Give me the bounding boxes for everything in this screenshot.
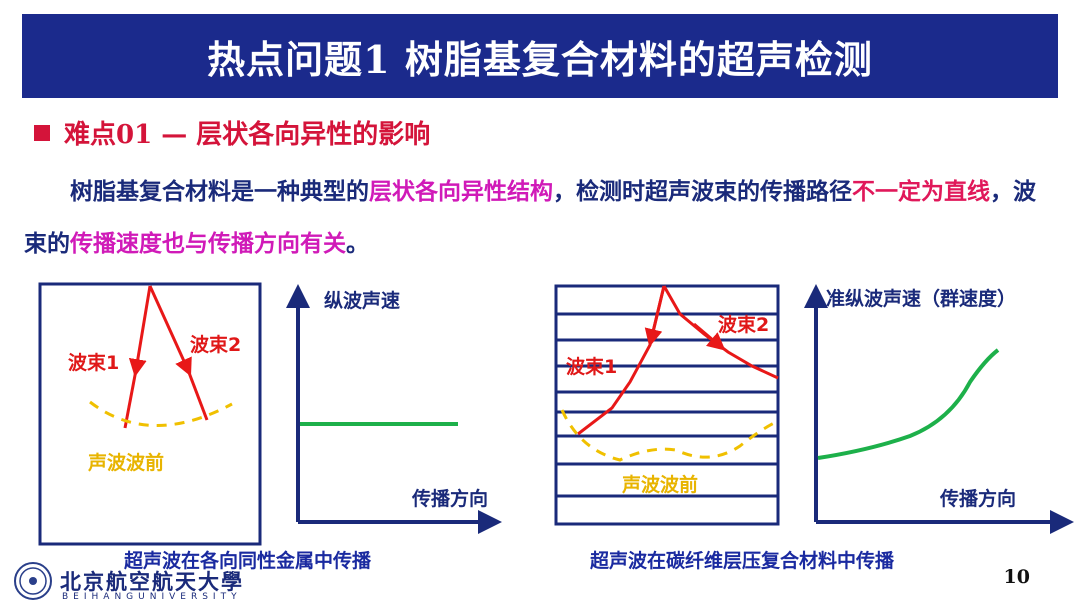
university-seal-icon [14, 562, 52, 600]
beam1-path [128, 285, 152, 378]
wavefront-arc-left [89, 400, 233, 427]
page-number: 10 [1003, 566, 1030, 588]
right-chart-xlabel: 传播方向 [940, 488, 1017, 510]
right-chart-ylabel: 准纵波声速（群速度） [826, 288, 1017, 310]
section-heading: 难点01 — 层状各向异性的影响 [34, 114, 430, 151]
para-text-4: 。 [346, 231, 369, 257]
laminate-beam2-arrow [693, 322, 726, 351]
right-caption: 超声波在碳纤维层压复合材料中传播 [590, 550, 895, 572]
para-text-3: ，波束的 [24, 179, 1036, 257]
left-beam2-label: 波束2 [190, 334, 242, 356]
laminate-box [554, 284, 780, 526]
laminate-layers [556, 312, 778, 498]
left-caption: 超声波在各向同性金属中传播 [124, 550, 372, 572]
right-chart-rising-curve [817, 348, 1000, 460]
left-wavefront-label: 声波波前 [88, 452, 165, 474]
laminate-beam1-arrow [644, 285, 666, 348]
left-chart-ylabel: 纵波声速 [324, 290, 401, 312]
left-chart-xlabel: 传播方向 [412, 488, 489, 510]
section-heading-text: 难点01 — 层状各向异性的影响 [64, 120, 431, 150]
para-highlight-1: 层状各向异性结构 [369, 179, 553, 205]
title-banner: 热点问题1 树脂基复合材料的超声检测 [22, 14, 1058, 98]
beam1-tail [123, 369, 138, 429]
para-highlight-3: 传播速度也与传播方向有关 [70, 231, 346, 257]
right-wavefront-label: 声波波前 [622, 474, 699, 496]
university-name-en: BEIHANGUNIVERSITY [62, 592, 242, 602]
beam2-path [148, 285, 192, 377]
right-beam2-label: 波束2 [718, 314, 770, 336]
body-paragraph: 树脂基复合材料是一种典型的层状各向异性结构，检测时超声波束的传播路径不一定为直线… [24, 166, 1054, 270]
para-text-1: 树脂基复合材料是一种典型的 [70, 179, 369, 205]
isotropic-box [38, 282, 262, 546]
para-text-2: ，检测时超声波束的传播路径 [553, 179, 852, 205]
right-beam1-label: 波束1 [566, 356, 618, 378]
beam2-tail [186, 369, 209, 421]
slide-title: 热点问题1 树脂基复合材料的超声检测 [207, 36, 873, 82]
square-bullet-icon [34, 124, 50, 141]
para-highlight-2: 不一定为直线 [852, 179, 990, 205]
university-name-cn: 北京航空航天大學 [60, 569, 244, 594]
left-beam1-label: 波束1 [68, 352, 120, 374]
